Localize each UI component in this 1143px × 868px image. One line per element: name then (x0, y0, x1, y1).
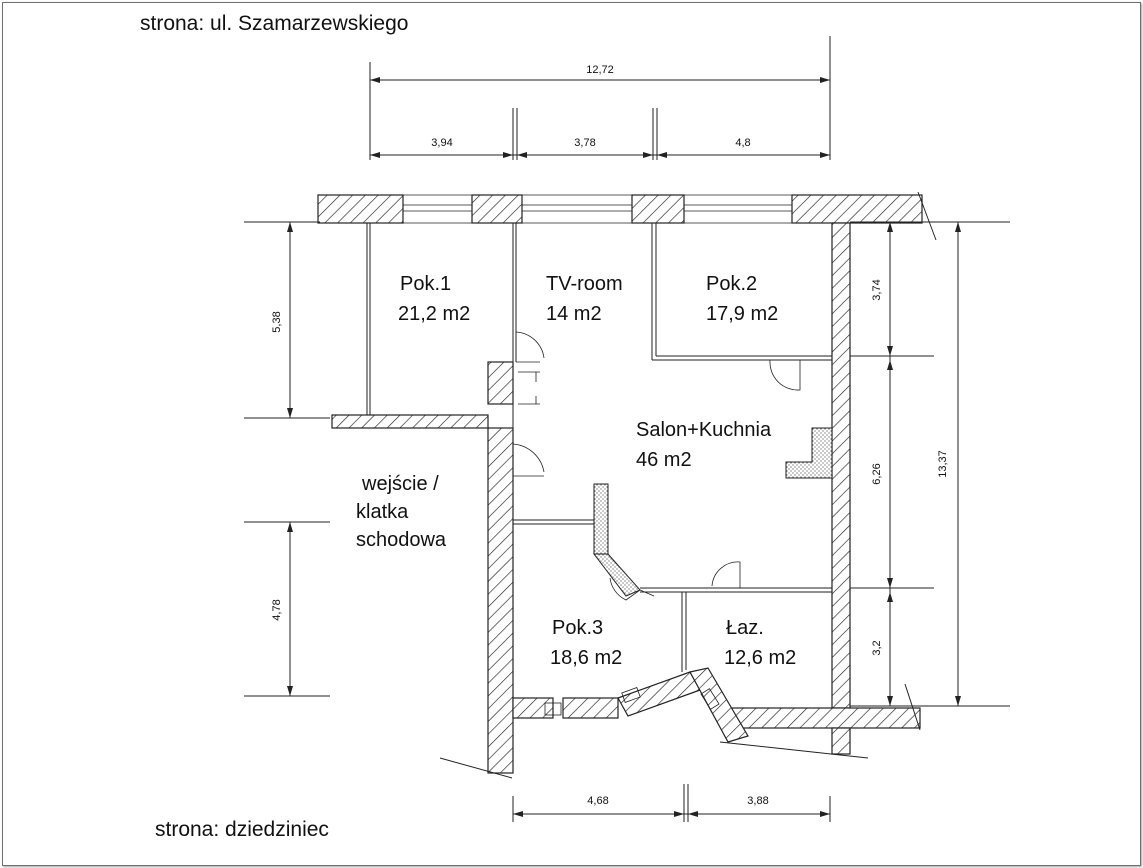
dim-top-seg-1: 3,94 (431, 137, 452, 149)
room-pok2-name: Pok.2 (706, 273, 757, 295)
dim-top-seg-2: 3,78 (574, 137, 595, 149)
windows (403, 194, 792, 716)
wall-pier (631, 194, 685, 224)
room-pok3-name: Pok.3 (552, 617, 603, 639)
wall-pier (471, 194, 523, 224)
dim-top-total: 12,72 (586, 64, 614, 76)
dim-bottom-seg-1: 4,68 (587, 795, 608, 807)
wall-left-upper (487, 361, 514, 405)
dimension-lines (244, 36, 1010, 822)
room-salon-area: 46 m2 (636, 449, 692, 471)
dim-right-seg-1: 3,74 (871, 279, 883, 300)
kitchen-wall-slant (592, 553, 641, 597)
wall-right (831, 222, 851, 709)
wall-bottom-stub (831, 727, 851, 755)
dim-right-seg-3: 3,2 (871, 640, 883, 655)
room-pok3-area: 18,6 m2 (550, 647, 622, 669)
dim-top-seg-3: 4,8 (735, 137, 750, 149)
dim-right-seg-2: 6,26 (871, 463, 883, 484)
bottom-side-label: strona: dziedziniec (155, 818, 329, 841)
ground-lines (439, 191, 937, 779)
wall-pok1-bottom (331, 414, 489, 429)
room-pok2-area: 17,9 m2 (706, 303, 778, 325)
dim-left-upper: 5,38 (271, 311, 283, 332)
chimney (785, 427, 833, 479)
dim-bottom-seg-2: 3,88 (747, 795, 768, 807)
doors (512, 331, 801, 601)
entrance-line1: wejście / (361, 473, 439, 495)
wall-slanted-right (689, 667, 749, 743)
room-pok1-name: Pok.1 (400, 273, 451, 295)
wall-left-lower (487, 427, 514, 774)
wall-bottom-left (512, 697, 554, 719)
wall-pier (317, 194, 404, 224)
entrance-line2: klatka (356, 501, 409, 523)
room-laz-area: 12,6 m2 (724, 647, 796, 669)
exterior-walls (317, 194, 923, 774)
room-pok1-area: 21,2 m2 (398, 303, 470, 325)
wall-pier (791, 194, 923, 224)
wall-slanted-left (617, 671, 701, 717)
room-laz-name: Łaz. (726, 617, 764, 639)
wall-bottom-right (727, 707, 921, 729)
top-side-label: strona: ul. Szamarzewskiego (140, 12, 408, 35)
dim-right-total: 13,37 (937, 450, 949, 478)
entrance-line3: schodowa (356, 529, 447, 551)
dim-left-lower: 4,78 (271, 599, 283, 620)
room-salon-name: Salon+Kuchnia (636, 419, 772, 441)
room-tvroom-area: 14 m2 (546, 303, 602, 325)
room-tvroom-name: TV-room (546, 273, 623, 295)
wall-bottom-left2 (562, 697, 619, 719)
kitchen-wall (593, 483, 609, 555)
